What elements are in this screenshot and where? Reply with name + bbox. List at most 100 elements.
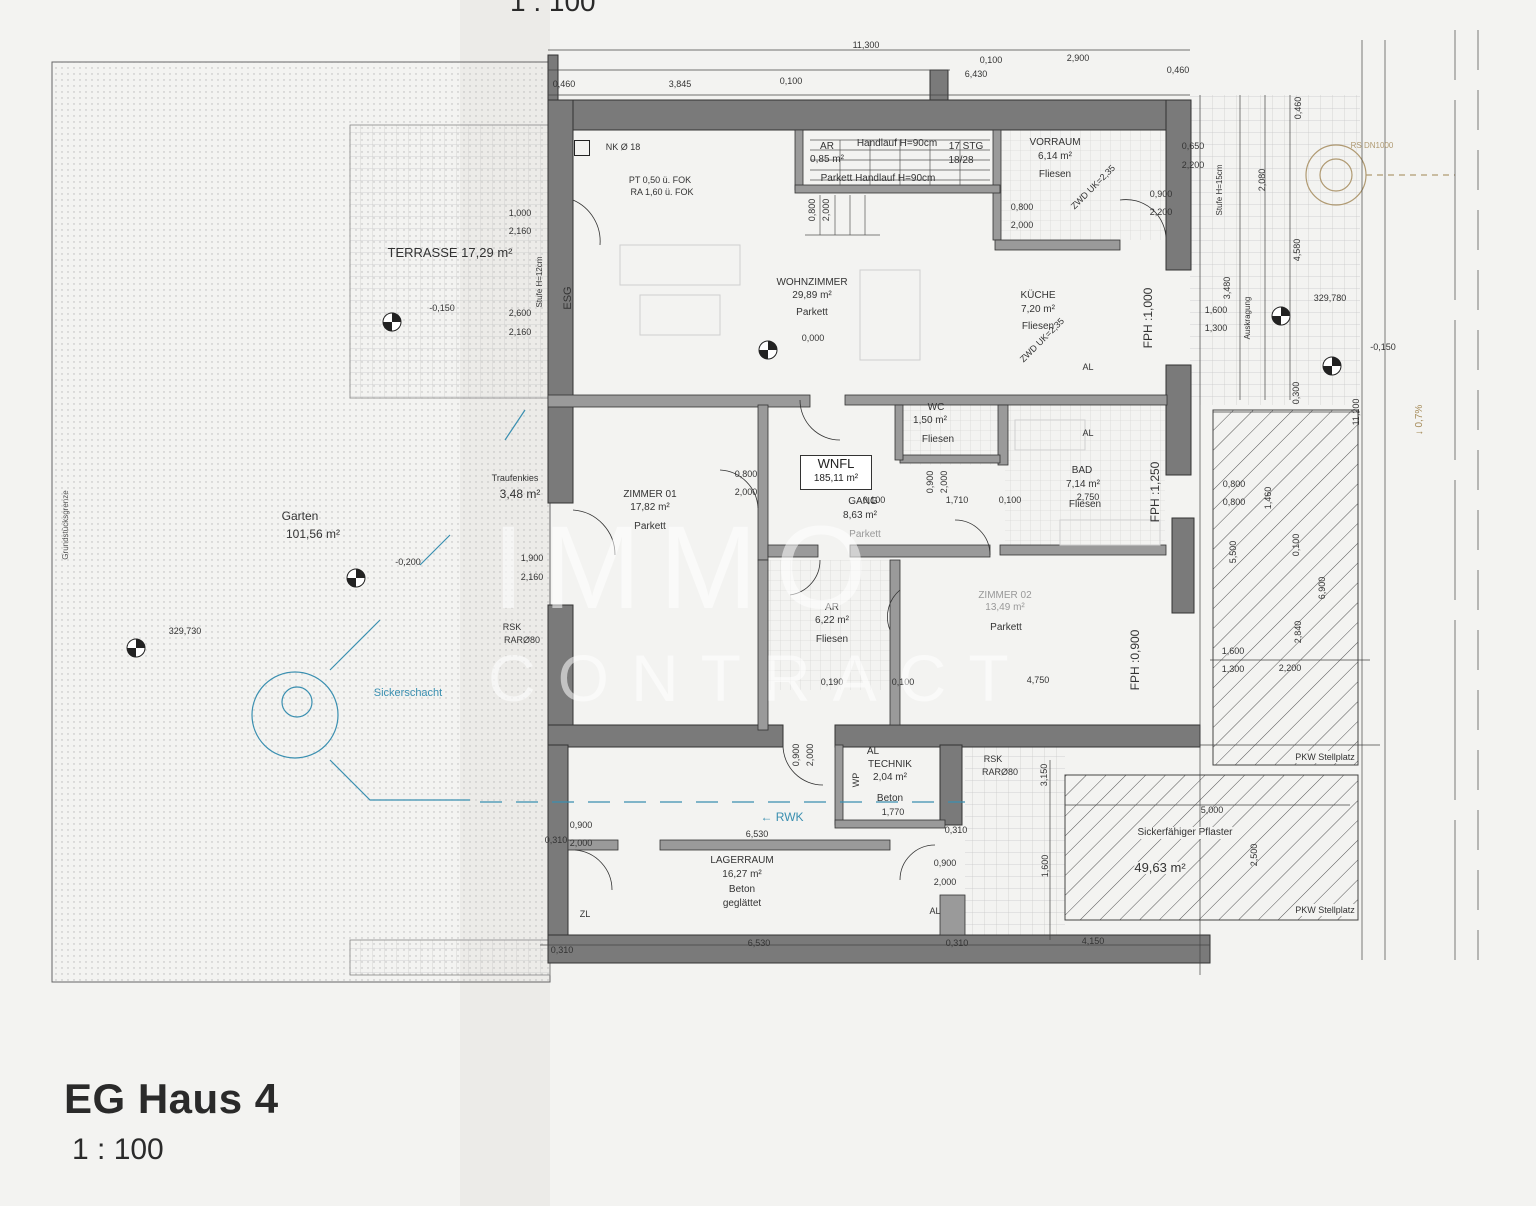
dim-d13: 0,900 — [925, 470, 935, 494]
gang-name: GANG — [848, 496, 878, 507]
stairs — [805, 139, 990, 236]
traufenkies-name: Traufenkies — [491, 473, 539, 483]
dim-r9: 5,000 — [1200, 805, 1224, 815]
dim-d7b: 1,300 — [1204, 323, 1228, 333]
fph2-label: FPH :1,250 — [1148, 461, 1162, 523]
dim-d4b: 2,000 — [1010, 220, 1034, 230]
zimmer02-floor: Parkett — [990, 622, 1022, 633]
dim-d12: 0,900 — [933, 858, 957, 868]
dim-top-b: 3,845 — [668, 79, 692, 89]
dim-d5: 0,900 — [1149, 189, 1173, 199]
pkw-stellplatz-2: PKW Stellplatz — [1295, 904, 1355, 916]
dim-tech-w: 1,770 — [881, 807, 905, 817]
lagerraum-name: LAGERRAUM — [710, 855, 774, 866]
drawing-title: EG Haus 4 — [64, 1075, 279, 1122]
wnfl-area: 185,11 m² — [813, 473, 859, 484]
dim-d15b: 1,300 — [1221, 664, 1245, 674]
dim-d8: 0,800 — [734, 469, 758, 479]
dim-d5b: 2,200 — [1149, 207, 1173, 217]
dim-z2-a: 0,190 — [820, 677, 844, 687]
terrasse-label: TERRASSE 17,29 m² — [387, 245, 513, 260]
ar-top-area: 0,85 m² — [810, 154, 844, 165]
garten-label: Garten — [281, 509, 319, 523]
zimmer01-floor: Parkett — [634, 521, 666, 532]
al1-label: AL — [1082, 362, 1094, 372]
wp-label: WP — [851, 772, 861, 788]
level-garten-abs: 329,730 — [168, 626, 202, 636]
dim-r6: 6,900 — [1317, 576, 1327, 600]
lagerraum-area: 16,27 m² — [722, 869, 762, 880]
rwk-label: ← RWK — [760, 810, 804, 824]
dim-r10: 3,150 — [1039, 763, 1049, 787]
pt-label: PT 0,50 ü. FOK — [628, 175, 692, 185]
dim-top-d: 0,100 — [979, 55, 1003, 65]
gang-floor: Parkett — [849, 529, 881, 540]
dim-r14: 0,460 — [1293, 96, 1303, 120]
dim-r5: 5,500 — [1228, 540, 1238, 564]
rsk1b-label: RARØ80 — [503, 635, 541, 645]
ar-mid-area: 6,22 m² — [815, 615, 849, 626]
vorraum-name: VORRAUM — [1029, 137, 1081, 148]
drawing-scale: 1 : 100 — [72, 1133, 164, 1166]
fph3-label: FPH :0,900 — [1128, 629, 1142, 691]
handlauf2-label: Parkett Handlauf H=90cm — [820, 173, 936, 184]
dim-top-f: 6,430 — [964, 69, 988, 79]
dim-d1b: 2,160 — [508, 226, 532, 236]
wc-name: WC — [927, 402, 945, 413]
dim-d11: 0,900 — [569, 820, 593, 830]
esg-label: ESG — [562, 286, 574, 310]
dim-d12b: 2,000 — [933, 877, 957, 887]
dim-r3: 3,480 — [1222, 276, 1232, 300]
bad-area: 7,14 m² — [1066, 479, 1100, 490]
dim-lag-c: 0,310 — [944, 825, 968, 835]
wall-left-mid — [547, 397, 574, 504]
dim-d6b: 2,200 — [1181, 160, 1205, 170]
dim-z2-b: 0,100 — [891, 677, 915, 687]
al3-label: AL — [929, 906, 941, 916]
wall-top — [547, 99, 1192, 131]
wall-left-upper — [547, 99, 574, 399]
dim-bot-d: 4,150 — [1081, 936, 1105, 946]
dim-d3b: 2,000 — [821, 198, 831, 222]
level-markers — [126, 306, 1342, 658]
rsk2-label: RSK — [983, 754, 1003, 764]
vorraum-floor: Fliesen — [1038, 169, 1072, 180]
wohnzimmer-area: 29,89 m² — [792, 290, 832, 301]
dim-top-g: 0,460 — [1166, 65, 1190, 75]
sickerschacht-outer — [251, 671, 339, 759]
level-terrasse: -0,150 — [429, 303, 455, 313]
manhole-rs — [1305, 144, 1455, 206]
wc-area: 1,50 m² — [913, 415, 947, 426]
dim-bot-b: 6,530 — [747, 938, 771, 948]
wall-right-upper — [1165, 99, 1192, 271]
dim-d14b: 2,000 — [805, 743, 815, 767]
grundstuecksgrenze-label: Grundstücksgrenze — [61, 490, 70, 560]
wall-right-mid — [1165, 364, 1192, 476]
dim-gang-d: 2,750 — [1076, 492, 1100, 502]
dim-d7: 1,600 — [1204, 305, 1228, 315]
wc-floor: Fliesen — [921, 434, 955, 445]
zimmer01-area: 17,82 m² — [630, 502, 670, 513]
dim-r15: 1,460 — [1263, 486, 1273, 510]
dim-d3: 0,800 — [807, 198, 817, 222]
parking-area-1 — [1212, 409, 1359, 766]
dim-d2: 2,600 — [508, 308, 532, 318]
dim-top-e: 2,900 — [1066, 53, 1090, 63]
top-scale-cut: 1 : 100 — [510, 0, 596, 17]
rs-dn-label: RS DN1000 — [1350, 141, 1394, 150]
bad-name: BAD — [1071, 465, 1093, 476]
ar-mid-name: AR — [825, 602, 839, 613]
kueche-name: KÜCHE — [1020, 290, 1056, 301]
dim-d10b: 2,160 — [520, 572, 544, 582]
rsk1-label: RSK — [502, 622, 522, 632]
dim-d9b: 0,800 — [1222, 497, 1246, 507]
kueche-floor: Fliesen — [1021, 321, 1055, 332]
lagerraum-floor: Beton — [728, 884, 756, 895]
nk-label: NK Ø 18 — [605, 142, 641, 152]
level-wohnzimmer: 0,000 — [801, 333, 825, 343]
dim-d11b: 2,000 — [569, 838, 593, 848]
terrace-area — [349, 124, 551, 399]
garten-area: 101,56 m² — [285, 527, 341, 541]
dim-r1: 2,080 — [1257, 168, 1267, 192]
stufe-label: Stufe H=12cm — [535, 256, 544, 308]
